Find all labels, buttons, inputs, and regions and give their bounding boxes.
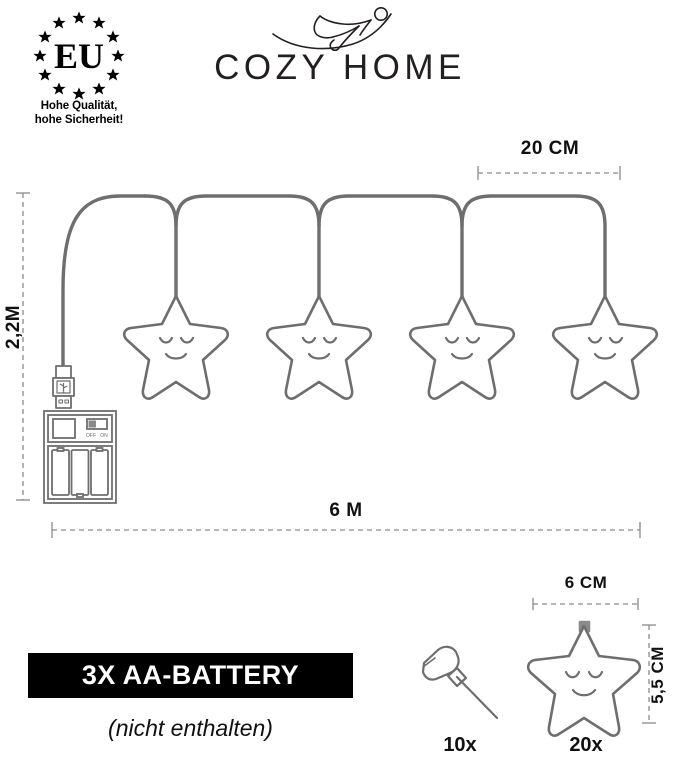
brand-name: COZY HOME (214, 48, 466, 87)
dimension-6m-line (51, 522, 641, 538)
switch-on-label: ON (100, 433, 108, 439)
eu-stars-circle: EU (33, 11, 125, 100)
battery-box: OFF ON (43, 410, 117, 504)
battery-notice-headline: 3X AA-BATTERY (81, 660, 300, 690)
hook-count-label: 10x (443, 734, 477, 756)
dimension-label-6m: 6 M (329, 500, 363, 521)
reclining-person-icon (272, 7, 392, 52)
brand-logo: COZY HOME (195, 4, 485, 99)
star-count-label: 20x (569, 734, 603, 756)
star-light-2 (265, 294, 373, 400)
dimension-label-6cm: 6 CM (564, 573, 608, 592)
hook-pin-icon (421, 645, 499, 720)
dimension-label-55cm: 5,5 CM (648, 646, 667, 704)
star-face-1 (158, 336, 195, 360)
usb-connector-icon (52, 365, 75, 409)
eu-badge-text: EU (54, 36, 104, 76)
dimension-20cm-line (477, 166, 621, 180)
star-light-3 (408, 294, 516, 400)
eu-caption: Hohe Qualität, hohe Sicherheit! (14, 100, 144, 127)
star-face-2 (301, 336, 338, 360)
aa-battery-1 (51, 447, 70, 496)
star-face-3 (444, 336, 481, 360)
battery-notice-subtext: (nicht enthalten) (108, 715, 273, 741)
dimension-6cm-line (532, 598, 639, 610)
eu-quality-badge: EU Hohe Qualität, hohe Sicherheit! (14, 8, 144, 133)
aa-battery-3 (90, 447, 109, 496)
battery-notice-banner: 3X AA-BATTERY (28, 653, 353, 698)
star-face-4 (587, 336, 624, 360)
star-light-4 (551, 294, 659, 400)
aa-battery-2 (70, 449, 90, 498)
eu-caption-line-2: hohe Sicherheit! (34, 113, 124, 126)
star-product-sample (526, 620, 642, 737)
light-string-cable (61, 194, 607, 394)
star-light-1 (122, 294, 230, 400)
switch-off-label: OFF (86, 433, 96, 439)
dimension-label-20cm: 20 CM (520, 138, 580, 159)
eu-caption-line-1: Hohe Qualität, (40, 100, 118, 112)
star-product-face (564, 670, 604, 697)
dimension-label-22m: 2,2M (3, 304, 24, 350)
